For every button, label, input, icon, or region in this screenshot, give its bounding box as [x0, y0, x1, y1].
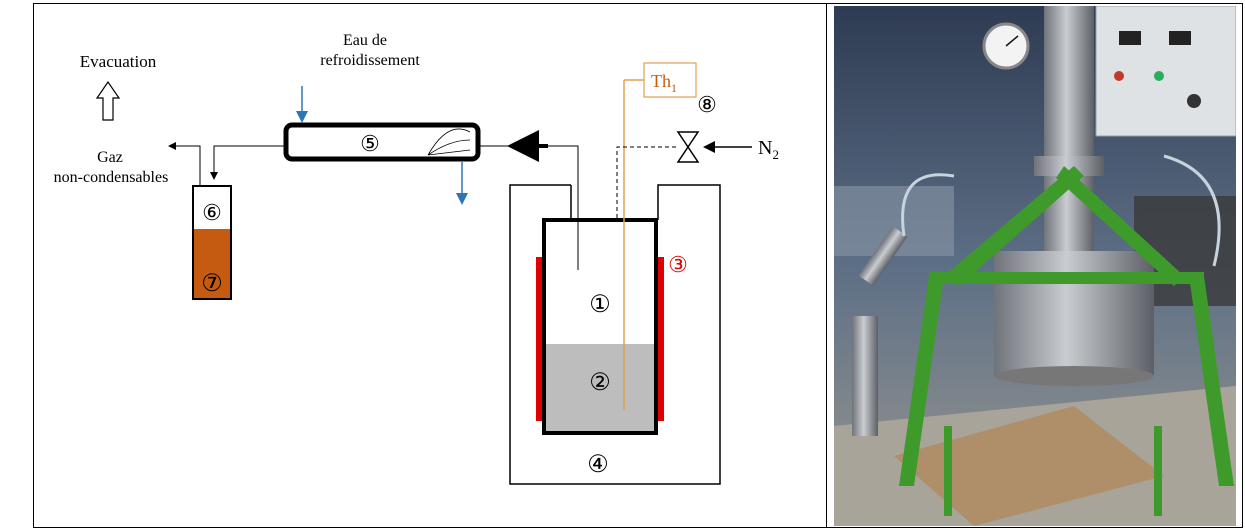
reactor-photo — [834, 6, 1236, 526]
collector-vessel — [192, 185, 232, 300]
gas-label-1: Gaz — [97, 149, 123, 166]
reactor-sample — [545, 344, 655, 432]
condenser-to-collector — [210, 145, 286, 180]
marker-1: ① — [589, 292, 611, 318]
cooling-water-label-2: refroidissement — [320, 52, 420, 69]
process-diagram: Th1 N2 Evacuation Eau de refroidissement… — [54, 32, 779, 485]
marker-5: ⑤ — [360, 131, 380, 156]
cooling-water-label-1: Eau de — [343, 32, 387, 49]
evacuation-arrow-icon — [95, 80, 121, 121]
reactor-photo-icon — [834, 6, 1236, 526]
marker-6: ⑥ — [202, 200, 222, 225]
figure-frame — [33, 3, 1243, 528]
marker-4: ④ — [587, 452, 609, 478]
valve-icon — [676, 131, 700, 163]
condenser-coil — [427, 128, 471, 156]
reactor-vessel — [542, 218, 658, 435]
oven-outline — [509, 184, 721, 485]
panel-divider — [826, 3, 827, 528]
heater-right — [657, 257, 664, 421]
nitrogen-line — [616, 146, 678, 218]
gas-line — [168, 142, 201, 186]
marker-2: ② — [589, 370, 611, 396]
nitrogen-label: N2 — [758, 137, 779, 162]
marker-8: ⑧ — [697, 92, 717, 117]
condensate-liquid — [194, 229, 230, 299]
gas-label-2: non-condensables — [54, 169, 169, 186]
marker-3: ③ — [668, 252, 688, 277]
evacuation-label: Evacuation — [80, 52, 157, 71]
thermocouple-label-box — [643, 62, 697, 98]
condenser — [283, 122, 481, 162]
marker-7: ⑦ — [201, 271, 223, 297]
heater-left — [536, 257, 543, 421]
thermocouple-label: Th1 — [651, 71, 677, 95]
